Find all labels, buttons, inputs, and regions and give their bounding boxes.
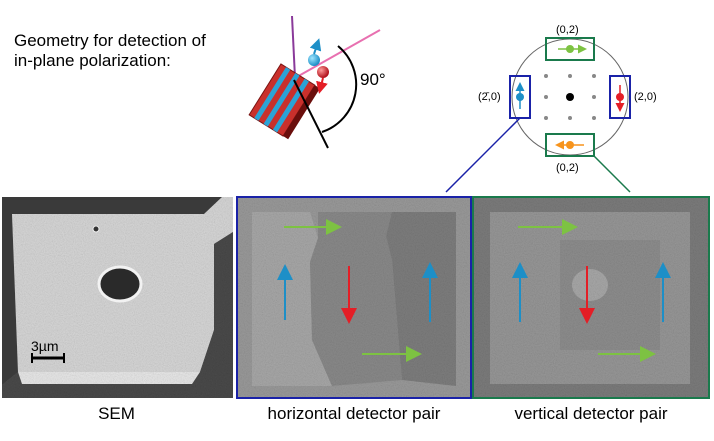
- title-line-1: Geometry for detection of: [14, 31, 206, 50]
- reciprocal-label-left: (2̄,0): [478, 91, 501, 103]
- reciprocal-space-diagram: [445, 37, 631, 193]
- reciprocal-label-top: (0,2): [556, 24, 579, 36]
- detector-box-top: [545, 37, 595, 61]
- detection-beam-line: [294, 29, 381, 79]
- vertical-detector-image: [472, 196, 710, 399]
- leader-line-green: [593, 155, 631, 193]
- reciprocal-label-right: (2,0): [634, 91, 657, 103]
- detector-box-right: [609, 75, 631, 119]
- sample-normal-line: [293, 79, 329, 149]
- spin-ball-blue: [308, 54, 320, 66]
- spin-ball-red: [317, 66, 329, 78]
- title-line-2: in-plane polarization:: [14, 51, 171, 70]
- scale-bar-label: 3µm: [31, 338, 59, 354]
- angle-label: 90°: [360, 70, 386, 89]
- geometry-schematic: [248, 15, 381, 149]
- center-spot: [566, 93, 574, 101]
- leader-line-blue: [445, 117, 521, 193]
- lattice-dots: [544, 74, 596, 120]
- reciprocal-label-bottom: (0,2): [556, 162, 579, 174]
- figure-title: Geometry for detection of in-plane polar…: [14, 31, 254, 71]
- label-horizontal-detector: horizontal detector pair: [267, 404, 441, 423]
- sample-stack: [248, 63, 320, 140]
- sem-hole: [97, 265, 143, 303]
- incident-beam-line: [291, 15, 296, 79]
- angle-arc: [321, 45, 358, 133]
- label-vertical-detector: vertical detector pair: [514, 404, 668, 423]
- detector-box-bottom: [545, 133, 595, 157]
- sem-small-hole: [92, 225, 100, 233]
- sem-image: [2, 197, 233, 398]
- horizontal-detector-image: [236, 196, 472, 399]
- label-sem: SEM: [98, 404, 135, 423]
